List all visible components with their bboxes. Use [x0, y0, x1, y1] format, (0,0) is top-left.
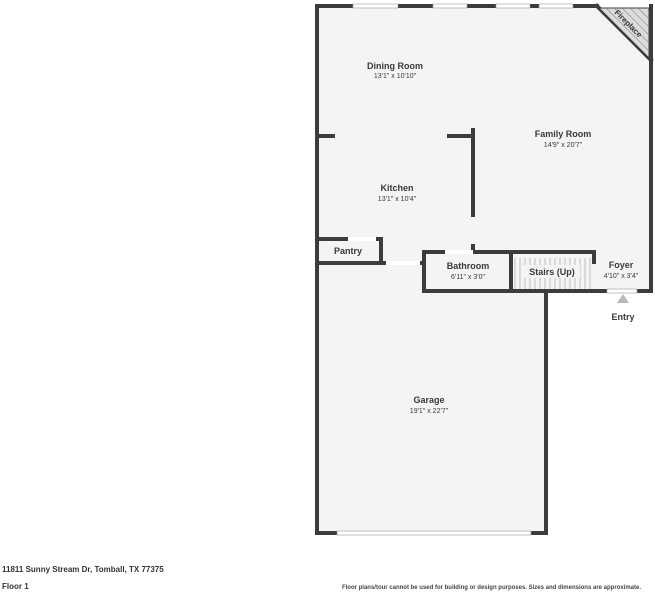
room-dims-garage: 19'1" x 22'7": [410, 408, 449, 415]
stairs-treads: [514, 258, 591, 289]
room-name-stairs: Stairs (Up): [529, 267, 575, 277]
disclaimer-text: Floor plans/tour cannot be used for buil…: [341, 585, 641, 591]
room-name-garage: Garage: [413, 395, 444, 405]
room-name-foyer: Foyer: [609, 260, 634, 270]
room-dims-kitchen: 13'1" x 10'4": [378, 196, 417, 203]
room-dims-dining: 13'1" x 10'10": [374, 73, 417, 80]
room-name-pantry: Pantry: [334, 246, 362, 256]
floor-label: Floor 1: [2, 582, 29, 591]
room-name-dining: Dining Room: [367, 61, 423, 71]
room-dims-bathroom: 6'11" x 3'0": [451, 274, 485, 281]
entry-arrow-icon: [617, 294, 629, 303]
room-dims-foyer: 4'10" x 3'4": [604, 273, 639, 280]
door-openings: [348, 237, 473, 265]
room-name-kitchen: Kitchen: [380, 183, 413, 193]
stairs-label-bg: [524, 265, 580, 278]
room-name-family: Family Room: [535, 129, 592, 139]
floor-area: [317, 6, 651, 533]
entry-label: Entry: [611, 312, 634, 322]
pantry-floor: [319, 239, 381, 262]
property-address: 11811 Sunny Stream Dr, Tomball, TX 77375: [2, 565, 164, 574]
room-name-bathroom: Bathroom: [447, 261, 490, 271]
windows: [336, 3, 638, 536]
room-dims-family: 14'9" x 20'7": [544, 142, 583, 149]
